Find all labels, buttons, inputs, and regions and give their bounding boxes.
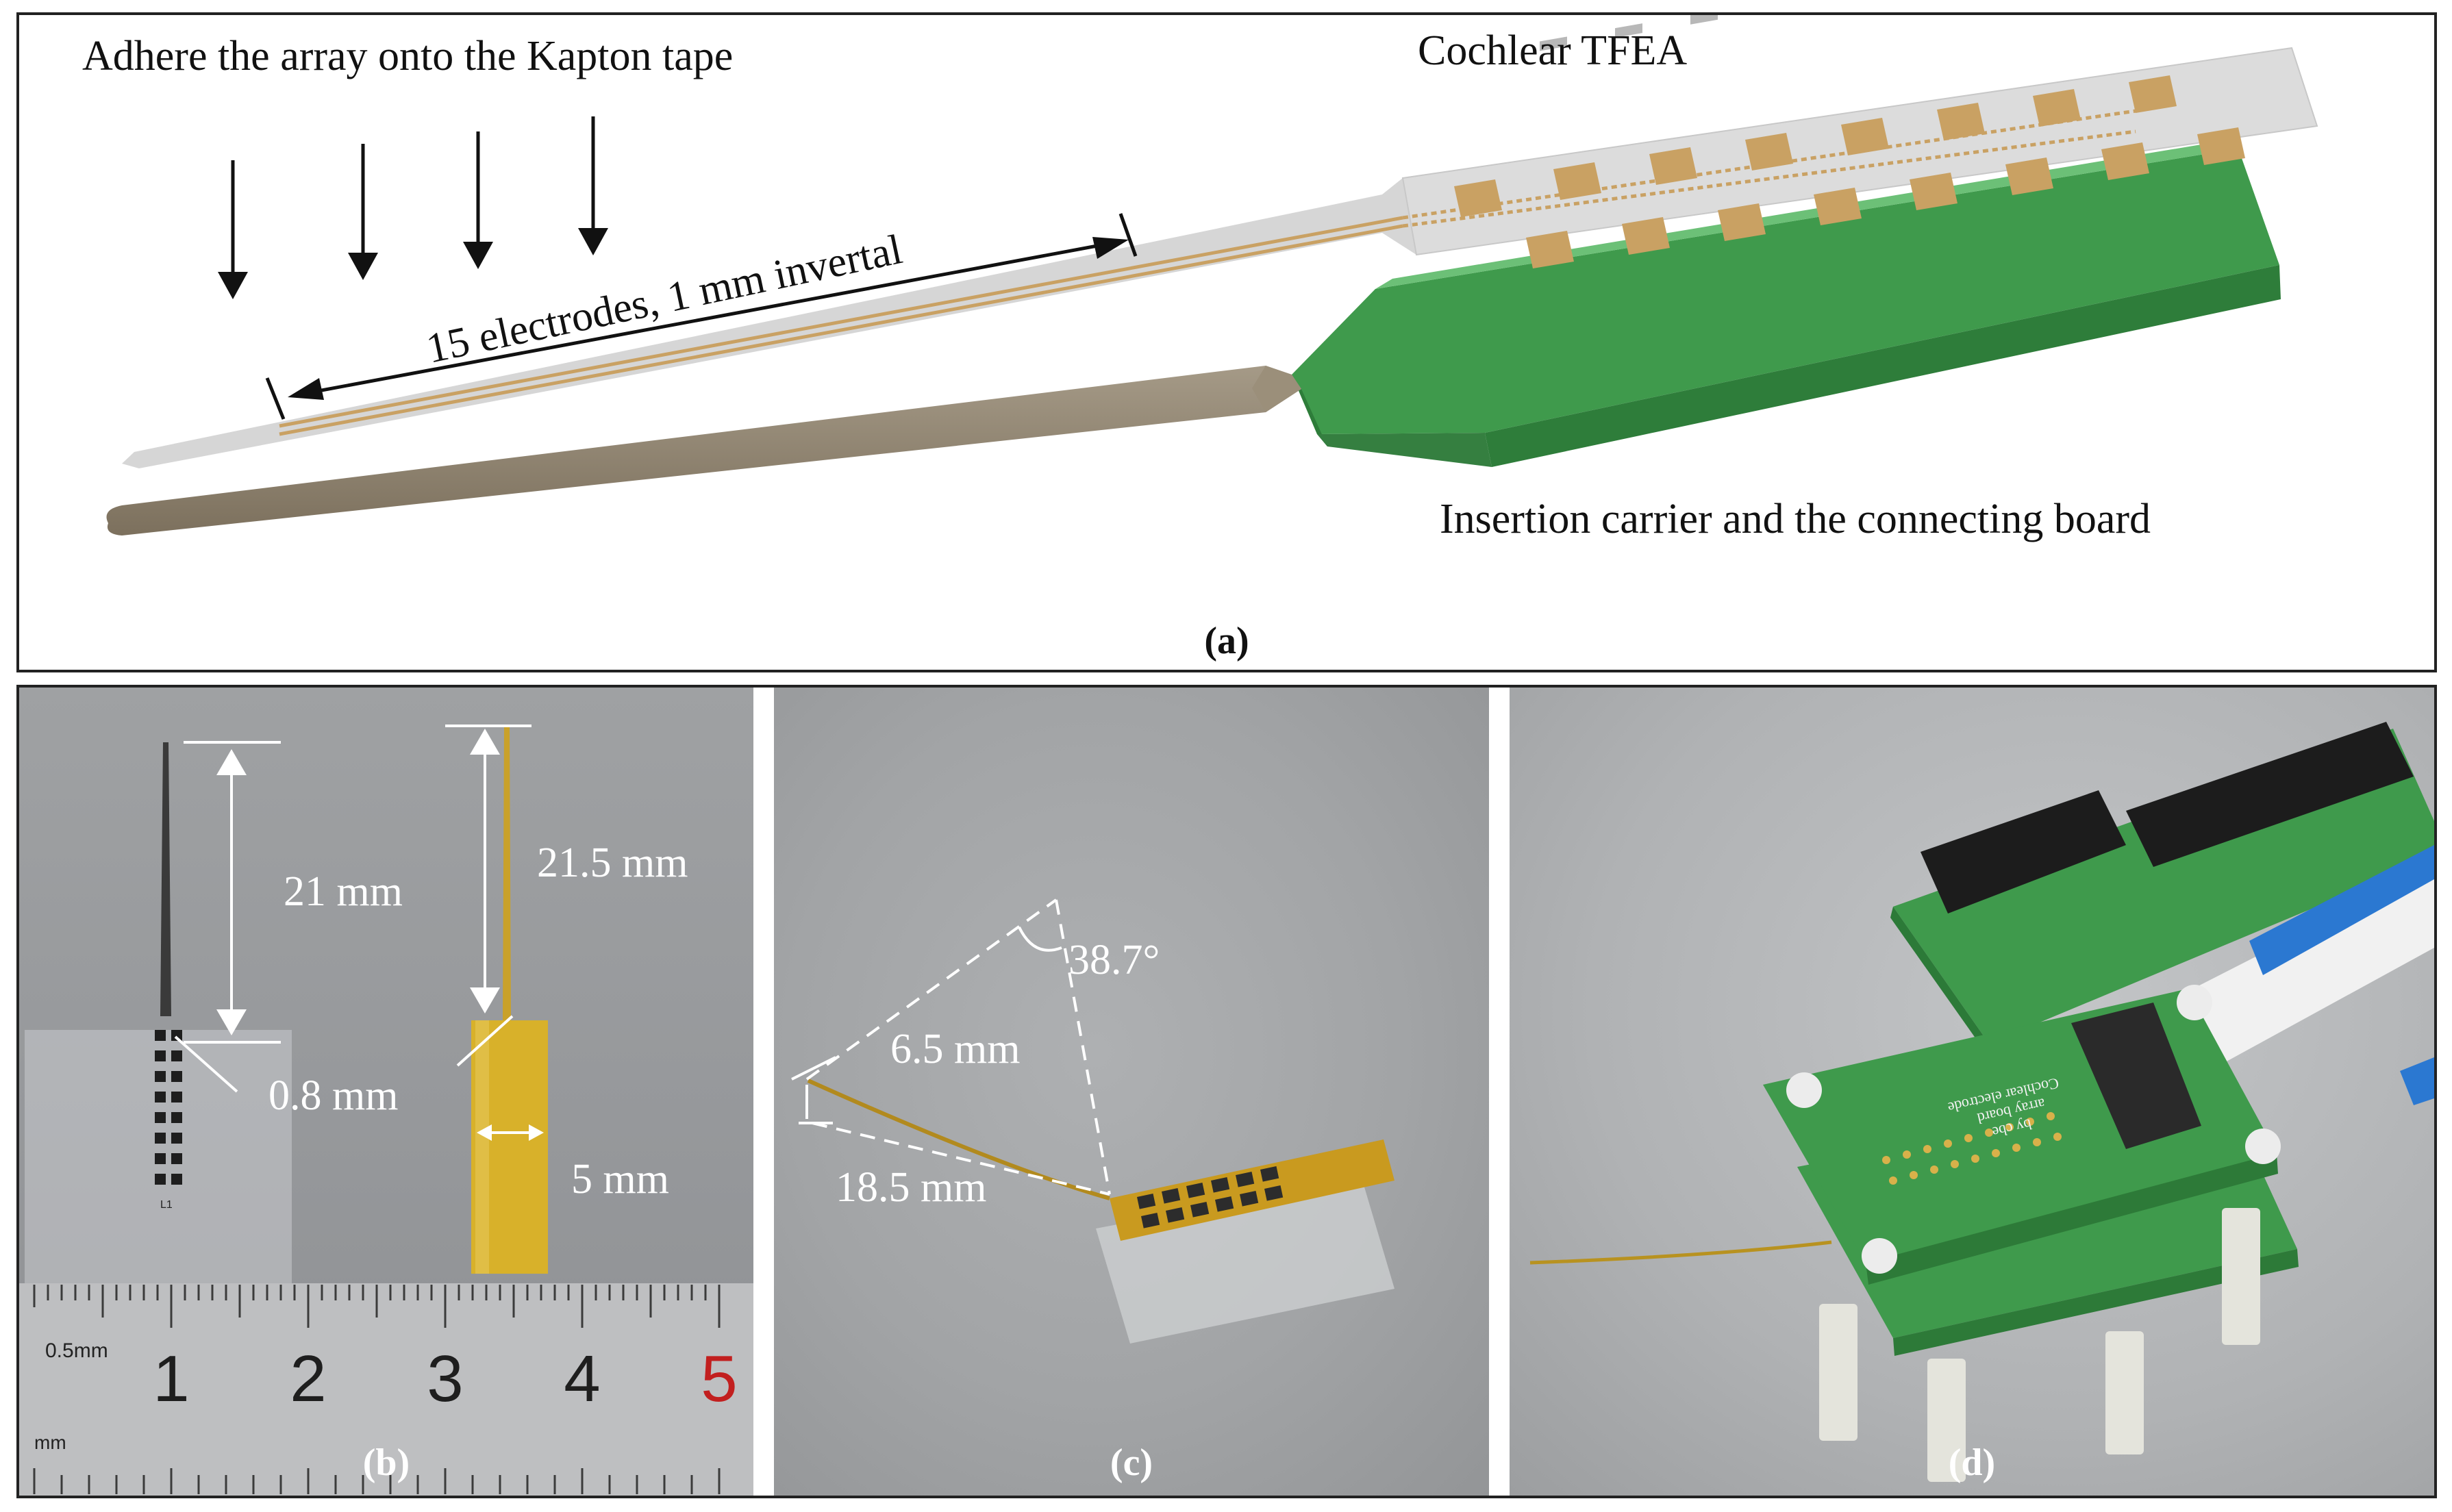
len-array: 21 mm — [284, 868, 403, 915]
contact-pads — [1454, 75, 2245, 268]
standoffs — [1819, 1208, 2260, 1482]
width-tape: 5 mm — [571, 1156, 669, 1202]
angle-arc — [791, 927, 1062, 1124]
ruler-number-4: 4 — [564, 1342, 600, 1415]
electrode-lead — [1529, 1240, 1832, 1265]
deflection-label: 6.5 mm — [890, 1026, 1020, 1072]
panel-b-photo: L1 21 mm 21.5 mm 0.8 mm — [19, 688, 753, 1496]
pcb-marking: L1 — [160, 1199, 173, 1211]
length-label: 18.5 mm — [836, 1164, 986, 1211]
array-electrode-traces — [279, 109, 2136, 436]
len-kapton: 21.5 mm — [537, 840, 688, 886]
panel-d-photo: Cochlear electrode array board by cbe (d… — [1510, 688, 2434, 1496]
press-arrows — [218, 116, 608, 299]
steel-ruler: 0.5mm mm 1 2 3 4 5 — [19, 1283, 753, 1496]
carrier-label: Insertion carrier and the connecting boa… — [1440, 496, 2151, 542]
ruler-unit-bottom: mm — [34, 1432, 66, 1453]
kapton-array-c — [807, 1079, 1394, 1241]
ruler-number-2: 2 — [290, 1342, 326, 1415]
panel-a: Adhere the array onto the Kapton tape Co… — [16, 0, 2452, 672]
width-tip: 0.8 mm — [268, 1072, 398, 1119]
panel-a-illustration: Adhere the array onto the Kapton tape Co… — [82, 0, 2452, 662]
tfea-label: Cochlear TFEA — [1418, 27, 1687, 74]
panel-d-illustration: Cochlear electrode array board by cbe (d… — [1529, 722, 2434, 1484]
angle-label: 38.7° — [1068, 937, 1160, 983]
panel-c-photo: 38.7° 6.5 mm 18.5 mm (c) — [774, 688, 1489, 1496]
kapton-strip — [471, 726, 548, 1274]
ruler-number-3: 3 — [427, 1342, 463, 1415]
ruler-number-5: 5 — [701, 1342, 737, 1415]
back-connector-board — [1890, 722, 2434, 1057]
insertion-carrier — [106, 366, 1301, 536]
dimension-lines-c — [805, 898, 1111, 1196]
photo-panels: L1 21 mm 21.5 mm 0.8 mm — [16, 685, 2437, 1498]
ruler-number-1: 1 — [153, 1342, 189, 1415]
upper-board: Cochlear electrode array board by cbe — [1763, 985, 2281, 1285]
caption-d: (d) — [1949, 1441, 1995, 1484]
panel-c-illustration: 38.7° 6.5 mm 18.5 mm (c) — [791, 898, 1394, 1484]
dimension-lines-b — [174, 724, 544, 1141]
tfea-array — [122, 47, 2318, 468]
adhere-label: Adhere the array onto the Kapton tape — [82, 33, 733, 79]
caption-b: (b) — [363, 1441, 410, 1484]
electrode-span-arrow — [265, 213, 1138, 420]
panel-b-illustration: L1 21 mm 21.5 mm 0.8 mm — [19, 724, 753, 1496]
ruler-unit-top: 0.5mm — [45, 1339, 108, 1362]
caption-a: (a) — [1204, 620, 1249, 662]
array-on-glass: L1 — [155, 742, 182, 1211]
caption-c: (c) — [1110, 1441, 1153, 1484]
